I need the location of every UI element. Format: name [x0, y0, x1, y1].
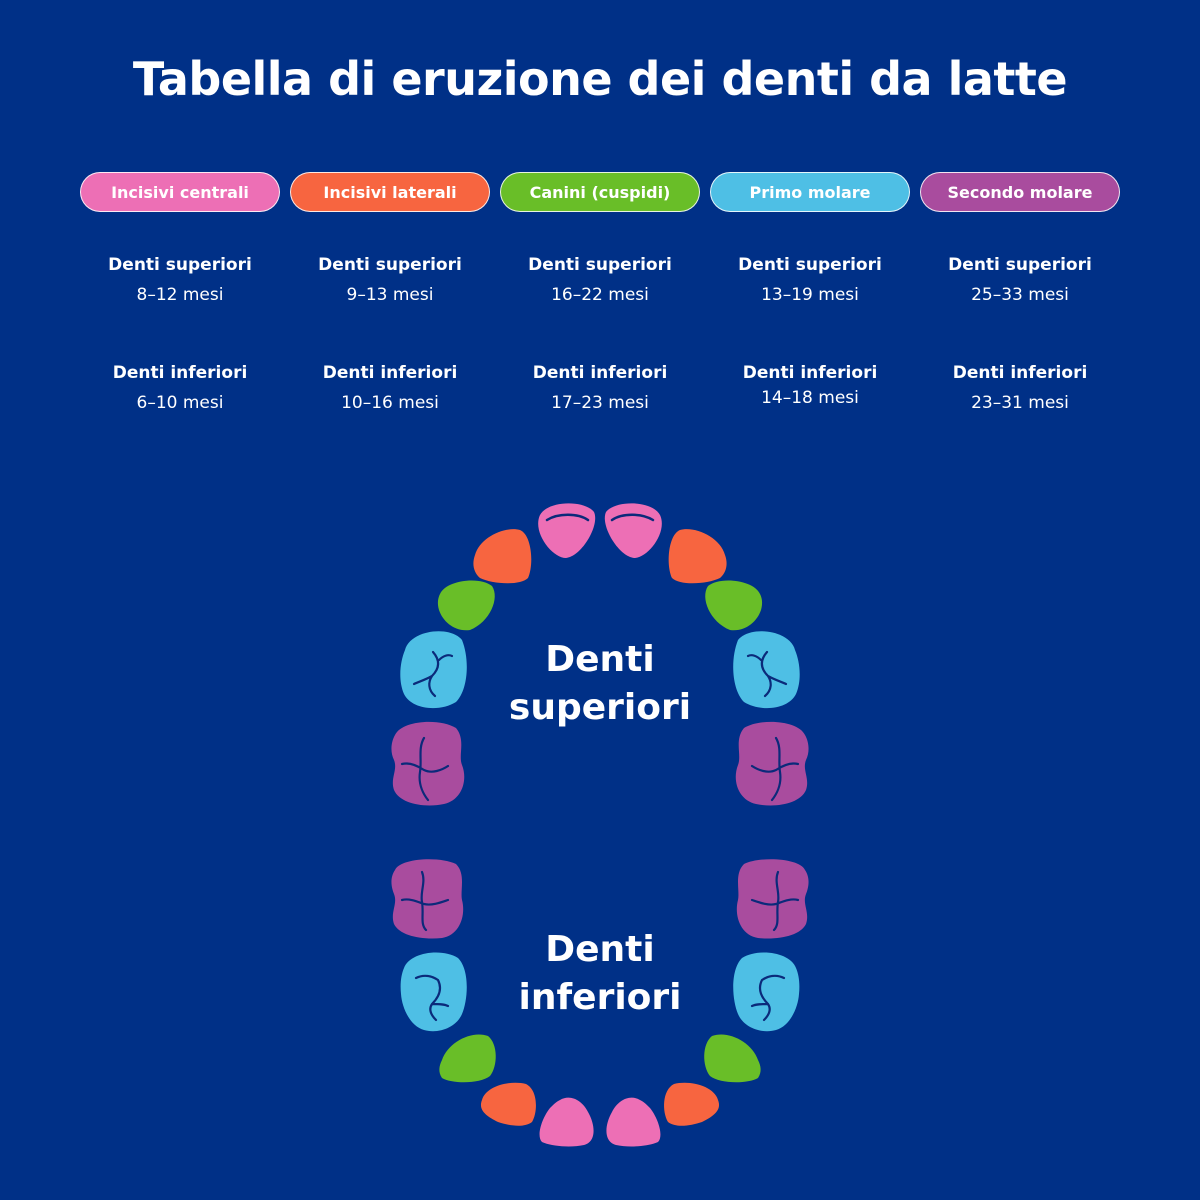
- lower-label: Denti inferiori: [532, 363, 668, 383]
- tooth-type-legend: Incisivi centrali Incisivi laterali Cani…: [80, 172, 1120, 212]
- lower-value: 14–18 mesi: [761, 388, 859, 408]
- legend-incisivi-centrali: Incisivi centrali: [80, 172, 280, 212]
- upper-central-incisor-right-icon: [604, 503, 662, 558]
- upper-jaw-label-line1: Denti: [545, 639, 655, 680]
- upper-second-molar-right-icon: [735, 721, 809, 806]
- lower-lateral-incisor-left-icon: [480, 1082, 536, 1126]
- upper-value: 13–19 mesi: [761, 285, 859, 305]
- lower-lateral-incisor-right-icon: [664, 1082, 720, 1126]
- lower-label: Denti inferiori: [322, 363, 458, 383]
- upper-canine-left-icon: [437, 580, 495, 631]
- upper-jaw-label-line2: superiori: [508, 687, 692, 728]
- legend-secondo-molare: Secondo molare: [920, 172, 1120, 212]
- upper-label: Denti superiori: [108, 255, 252, 275]
- upper-canine-right-icon: [705, 580, 763, 631]
- upper-lateral-incisor-left-icon: [473, 529, 532, 584]
- lower-first-molar-left-icon: [400, 952, 467, 1032]
- upper-first-molar-left-icon: [400, 631, 467, 709]
- upper-label: Denti superiori: [948, 255, 1092, 275]
- column-incisivi-laterali: Denti superiori 9–13 mesi Denti inferior…: [285, 250, 495, 418]
- lower-second-molar-left-icon: [391, 859, 464, 939]
- upper-label: Denti superiori: [318, 255, 462, 275]
- upper-first-molar-right-icon: [733, 631, 800, 709]
- eruption-table: Denti superiori 8–12 mesi Denti inferior…: [75, 250, 1125, 418]
- legend-primo-molare: Primo molare: [710, 172, 910, 212]
- upper-value: 9–13 mesi: [346, 285, 434, 305]
- upper-value: 8–12 mesi: [136, 285, 224, 305]
- upper-jaw-label: Denti superiori: [450, 636, 750, 732]
- lower-jaw-label-line2: inferiori: [518, 977, 682, 1018]
- lower-canine-left-icon: [439, 1034, 496, 1083]
- lower-label: Denti inferiori: [112, 363, 248, 383]
- lower-value: 23–31 mesi: [971, 393, 1069, 413]
- lower-jaw-label-line1: Denti: [545, 929, 655, 970]
- column-canini: Denti superiori 16–22 mesi Denti inferio…: [495, 250, 705, 418]
- lower-value: 6–10 mesi: [136, 393, 224, 413]
- lower-second-molar-right-icon: [736, 859, 809, 939]
- lower-first-molar-right-icon: [733, 952, 800, 1032]
- lower-label: Denti inferiori: [742, 363, 878, 383]
- column-incisivi-centrali: Denti superiori 8–12 mesi Denti inferior…: [75, 250, 285, 418]
- page-title: Tabella di eruzione dei denti da latte: [132, 52, 1068, 106]
- legend-canini: Canini (cuspidi): [500, 172, 700, 212]
- column-secondo-molare: Denti superiori 25–33 mesi Denti inferio…: [915, 250, 1125, 418]
- lower-central-incisor-left-icon: [539, 1097, 594, 1147]
- upper-label: Denti superiori: [738, 255, 882, 275]
- upper-value: 25–33 mesi: [971, 285, 1069, 305]
- column-primo-molare: Denti superiori 13–19 mesi Denti inferio…: [705, 250, 915, 418]
- upper-label: Denti superiori: [528, 255, 672, 275]
- upper-value: 16–22 mesi: [551, 285, 649, 305]
- upper-central-incisor-left-icon: [538, 503, 596, 558]
- lower-canine-right-icon: [704, 1034, 761, 1083]
- lower-central-incisor-right-icon: [606, 1097, 661, 1147]
- lower-value: 10–16 mesi: [341, 393, 439, 413]
- lower-jaw-label: Denti inferiori: [450, 926, 750, 1022]
- lower-value: 17–23 mesi: [551, 393, 649, 413]
- upper-second-molar-left-icon: [391, 721, 465, 806]
- legend-incisivi-laterali: Incisivi laterali: [290, 172, 490, 212]
- upper-lateral-incisor-right-icon: [668, 529, 727, 584]
- lower-label: Denti inferiori: [952, 363, 1088, 383]
